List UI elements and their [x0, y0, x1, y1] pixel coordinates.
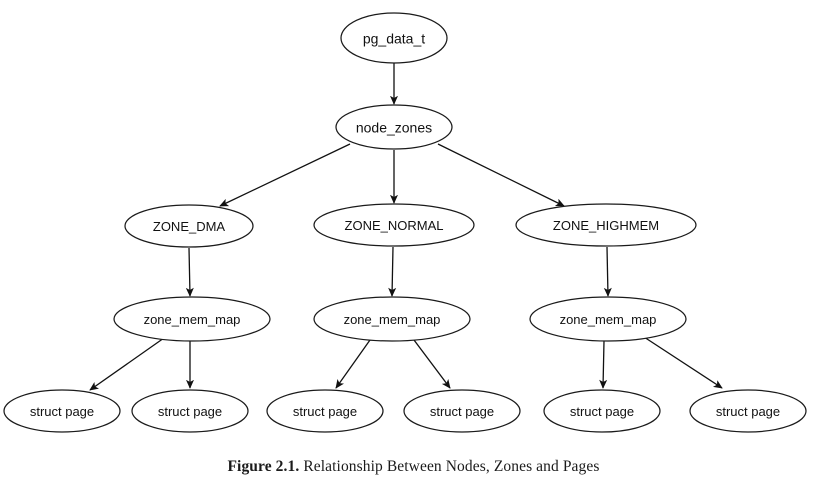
- node-label-struct_page_5: struct page: [570, 404, 634, 419]
- edge-zone_highmem-to-zone_mem_map_3: [603, 246, 612, 297]
- node-shape-zone_highmem: [515, 203, 697, 247]
- node-struct_page_1: struct page: [3, 389, 121, 433]
- node-shape-zone_mem_map_3: [529, 296, 687, 342]
- edge-zone_mem_map_2-to-struct_page_4: [413, 339, 451, 389]
- edge-zone_mem_map_1-to-struct_page_1: [89, 337, 165, 391]
- node-label-zone_mem_map_3: zone_mem_map: [560, 312, 657, 327]
- node-label-struct_page_4: struct page: [430, 404, 494, 419]
- node-label-struct_page_2: struct page: [158, 404, 222, 419]
- node-zone_highmem: ZONE_HIGHMEM: [515, 203, 697, 247]
- node-label-pg_data_t: pg_data_t: [363, 31, 425, 47]
- node-label-struct_page_3: struct page: [293, 404, 357, 419]
- node-shape-struct_page_6: [689, 389, 807, 433]
- node-struct_page_3: struct page: [266, 389, 384, 433]
- node-shape-pg_data_t: [340, 12, 448, 64]
- node-shape-struct_page_1: [3, 389, 121, 433]
- node-zone_mem_map_1: zone_mem_map: [113, 296, 271, 342]
- edge-zone_mem_map_2-to-struct_page_3: [335, 339, 371, 389]
- node-shape-zone_normal: [313, 203, 475, 247]
- node-pg_data_t: pg_data_t: [340, 12, 448, 64]
- node-shape-zone_mem_map_2: [313, 296, 471, 342]
- node-label-zone_mem_map_2: zone_mem_map: [344, 312, 441, 327]
- figure-caption-label: Figure 2.1.: [227, 458, 300, 475]
- node-zone_dma: ZONE_DMA: [124, 204, 254, 248]
- edge-node_zones-to-zone_dma: [219, 143, 351, 207]
- node-struct_page_4: struct page: [403, 389, 521, 433]
- node-label-zone_normal: ZONE_NORMAL: [345, 218, 444, 233]
- node-label-zone_dma: ZONE_DMA: [153, 219, 226, 234]
- node-shape-zone_mem_map_1: [113, 296, 271, 342]
- node-zone_mem_map_3: zone_mem_map: [529, 296, 687, 342]
- node-zone_normal: ZONE_NORMAL: [313, 203, 475, 247]
- node-shape-struct_page_3: [266, 389, 384, 433]
- node-node_zones: node_zones: [335, 104, 453, 150]
- node-zone_mem_map_2: zone_mem_map: [313, 296, 471, 342]
- edge-zone_mem_map_3-to-struct_page_6: [643, 336, 723, 389]
- node-label-struct_page_6: struct page: [716, 404, 780, 419]
- edge-zone_mem_map_3-to-struct_page_5: [599, 340, 608, 389]
- node-label-zone_mem_map_1: zone_mem_map: [144, 312, 241, 327]
- node-label-zone_highmem: ZONE_HIGHMEM: [553, 218, 659, 233]
- node-shape-struct_page_5: [543, 389, 661, 433]
- node-shape-struct_page_4: [403, 389, 521, 433]
- node-shape-node_zones: [335, 104, 453, 150]
- node-shape-struct_page_2: [131, 389, 249, 433]
- node-label-node_zones: node_zones: [356, 120, 432, 136]
- edge-zone_normal-to-zone_mem_map_2: [388, 246, 397, 297]
- node-label-struct_page_1: struct page: [30, 404, 94, 419]
- edge-zone_dma-to-zone_mem_map_1: [185, 247, 194, 297]
- node-struct_page_6: struct page: [689, 389, 807, 433]
- figure-caption: Figure 2.1. Relationship Between Nodes, …: [0, 458, 827, 476]
- edge-layer: [89, 63, 723, 391]
- node-struct_page_2: struct page: [131, 389, 249, 433]
- node-struct_page_5: struct page: [543, 389, 661, 433]
- edge-node_zones-to-zone_highmem: [437, 143, 565, 207]
- node-shape-zone_dma: [124, 204, 254, 248]
- figure-caption-text: Relationship Between Nodes, Zones and Pa…: [303, 458, 600, 475]
